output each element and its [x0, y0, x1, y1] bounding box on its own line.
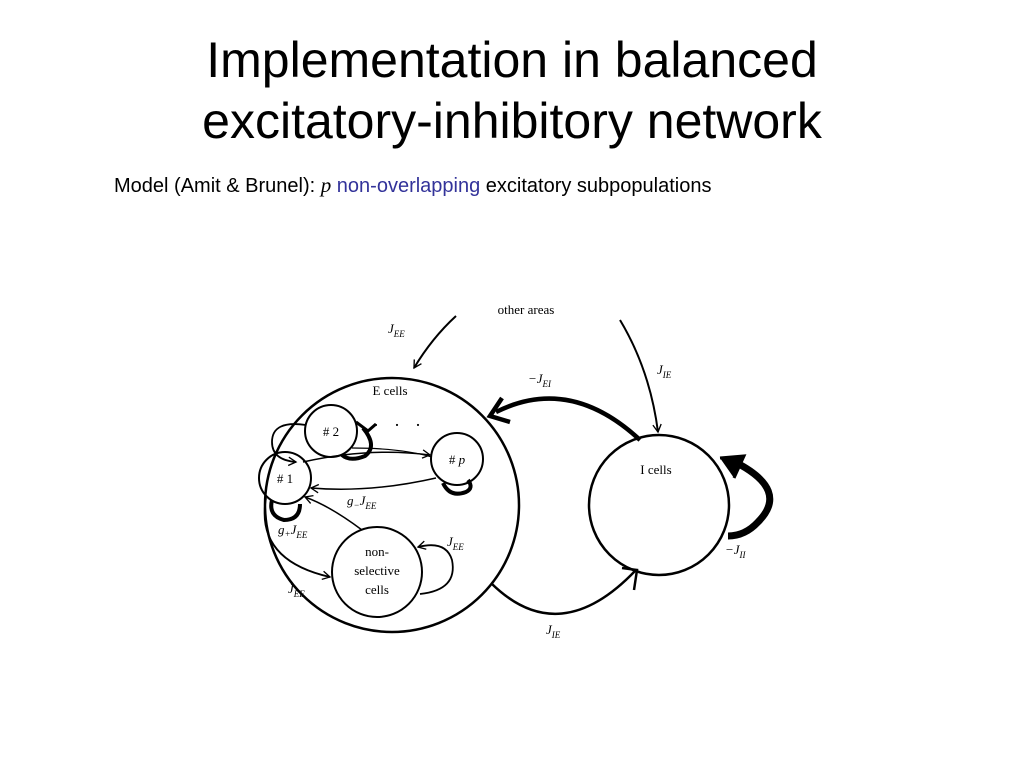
pop-p-circle: [430, 432, 484, 486]
arrow-pop2-recurrent: [340, 426, 373, 461]
arrow-nonselective-to-pop1: [303, 494, 363, 531]
arrow-pop2-to-popp: [351, 447, 433, 458]
arrow-pop1-recurrent: [269, 499, 302, 523]
nonselective-line-1: non-: [365, 544, 389, 559]
arrow-other-areas-to-e: [413, 315, 457, 370]
slide-title: Implementation in balanced excitatory-in…: [0, 30, 1024, 152]
label-jee-nonselective: JEE: [447, 534, 464, 552]
subtitle-suffix: excitatory subpopulations: [480, 175, 712, 197]
arrow-pop2-self-loop: [271, 423, 307, 467]
label-jee-top: JEE: [388, 321, 405, 339]
arrow-i-to-e-head: [486, 396, 511, 425]
e-cells-label: E cells: [372, 383, 407, 398]
label-jee-left: JEE: [288, 581, 305, 599]
pop-p-var: p: [458, 452, 466, 467]
arrow-e-to-i-head: [621, 566, 639, 591]
label-g-plus-jee: g+JEE: [278, 522, 308, 540]
nonselective-line-2: selective: [354, 563, 400, 578]
title-line-2: excitatory-inhibitory network: [202, 93, 822, 149]
i-cells-label: I cells: [640, 462, 671, 477]
nonselective-circle: [331, 526, 423, 618]
arrow-pop1-to-nonselective: [263, 497, 332, 581]
pop-1-circle: [258, 451, 312, 505]
title-line-1: Implementation in balanced: [206, 32, 818, 88]
pop-1-label: # 1: [277, 471, 293, 486]
arrow-other-areas-to-i: [619, 319, 662, 434]
label-minus-jei: −JEI: [528, 371, 552, 389]
pop-p-hash: #: [449, 452, 459, 467]
i-cells-circle: [587, 433, 731, 577]
subtitle-variable-p: p: [320, 173, 332, 197]
subtitle-accent: non-overlapping: [336, 175, 481, 197]
nonselective-line-3: cells: [365, 582, 389, 597]
arrow-pop2-recurrent-head: [355, 420, 377, 433]
label-jie-top: JIE: [657, 362, 672, 380]
label-jie-bottom: JIE: [546, 622, 561, 640]
arrow-popp-to-pop1: [309, 477, 437, 494]
pop-p-label: # p: [449, 452, 466, 467]
label-minus-jii: −JII: [725, 542, 747, 560]
arrow-i-self-loop: [727, 458, 774, 540]
subtitle-prefix: Model (Amit & Brunel):: [114, 175, 321, 197]
arrow-popp-recurrent: [441, 478, 473, 496]
arrow-nonselective-self-loop: [416, 540, 454, 595]
slide-subtitle: Model (Amit & Brunel): p non-overlapping…: [114, 172, 711, 199]
arrow-i-self-loop-head: [719, 454, 747, 479]
other-areas-label: other areas: [498, 302, 555, 317]
pop-2-label: # 2: [323, 424, 339, 439]
label-g-minus-jee: g−JEE: [347, 493, 377, 511]
arrow-e-to-i: [491, 569, 637, 616]
arrow-i-to-e: [494, 396, 642, 442]
ellipsis-dots: . . .: [374, 410, 427, 430]
